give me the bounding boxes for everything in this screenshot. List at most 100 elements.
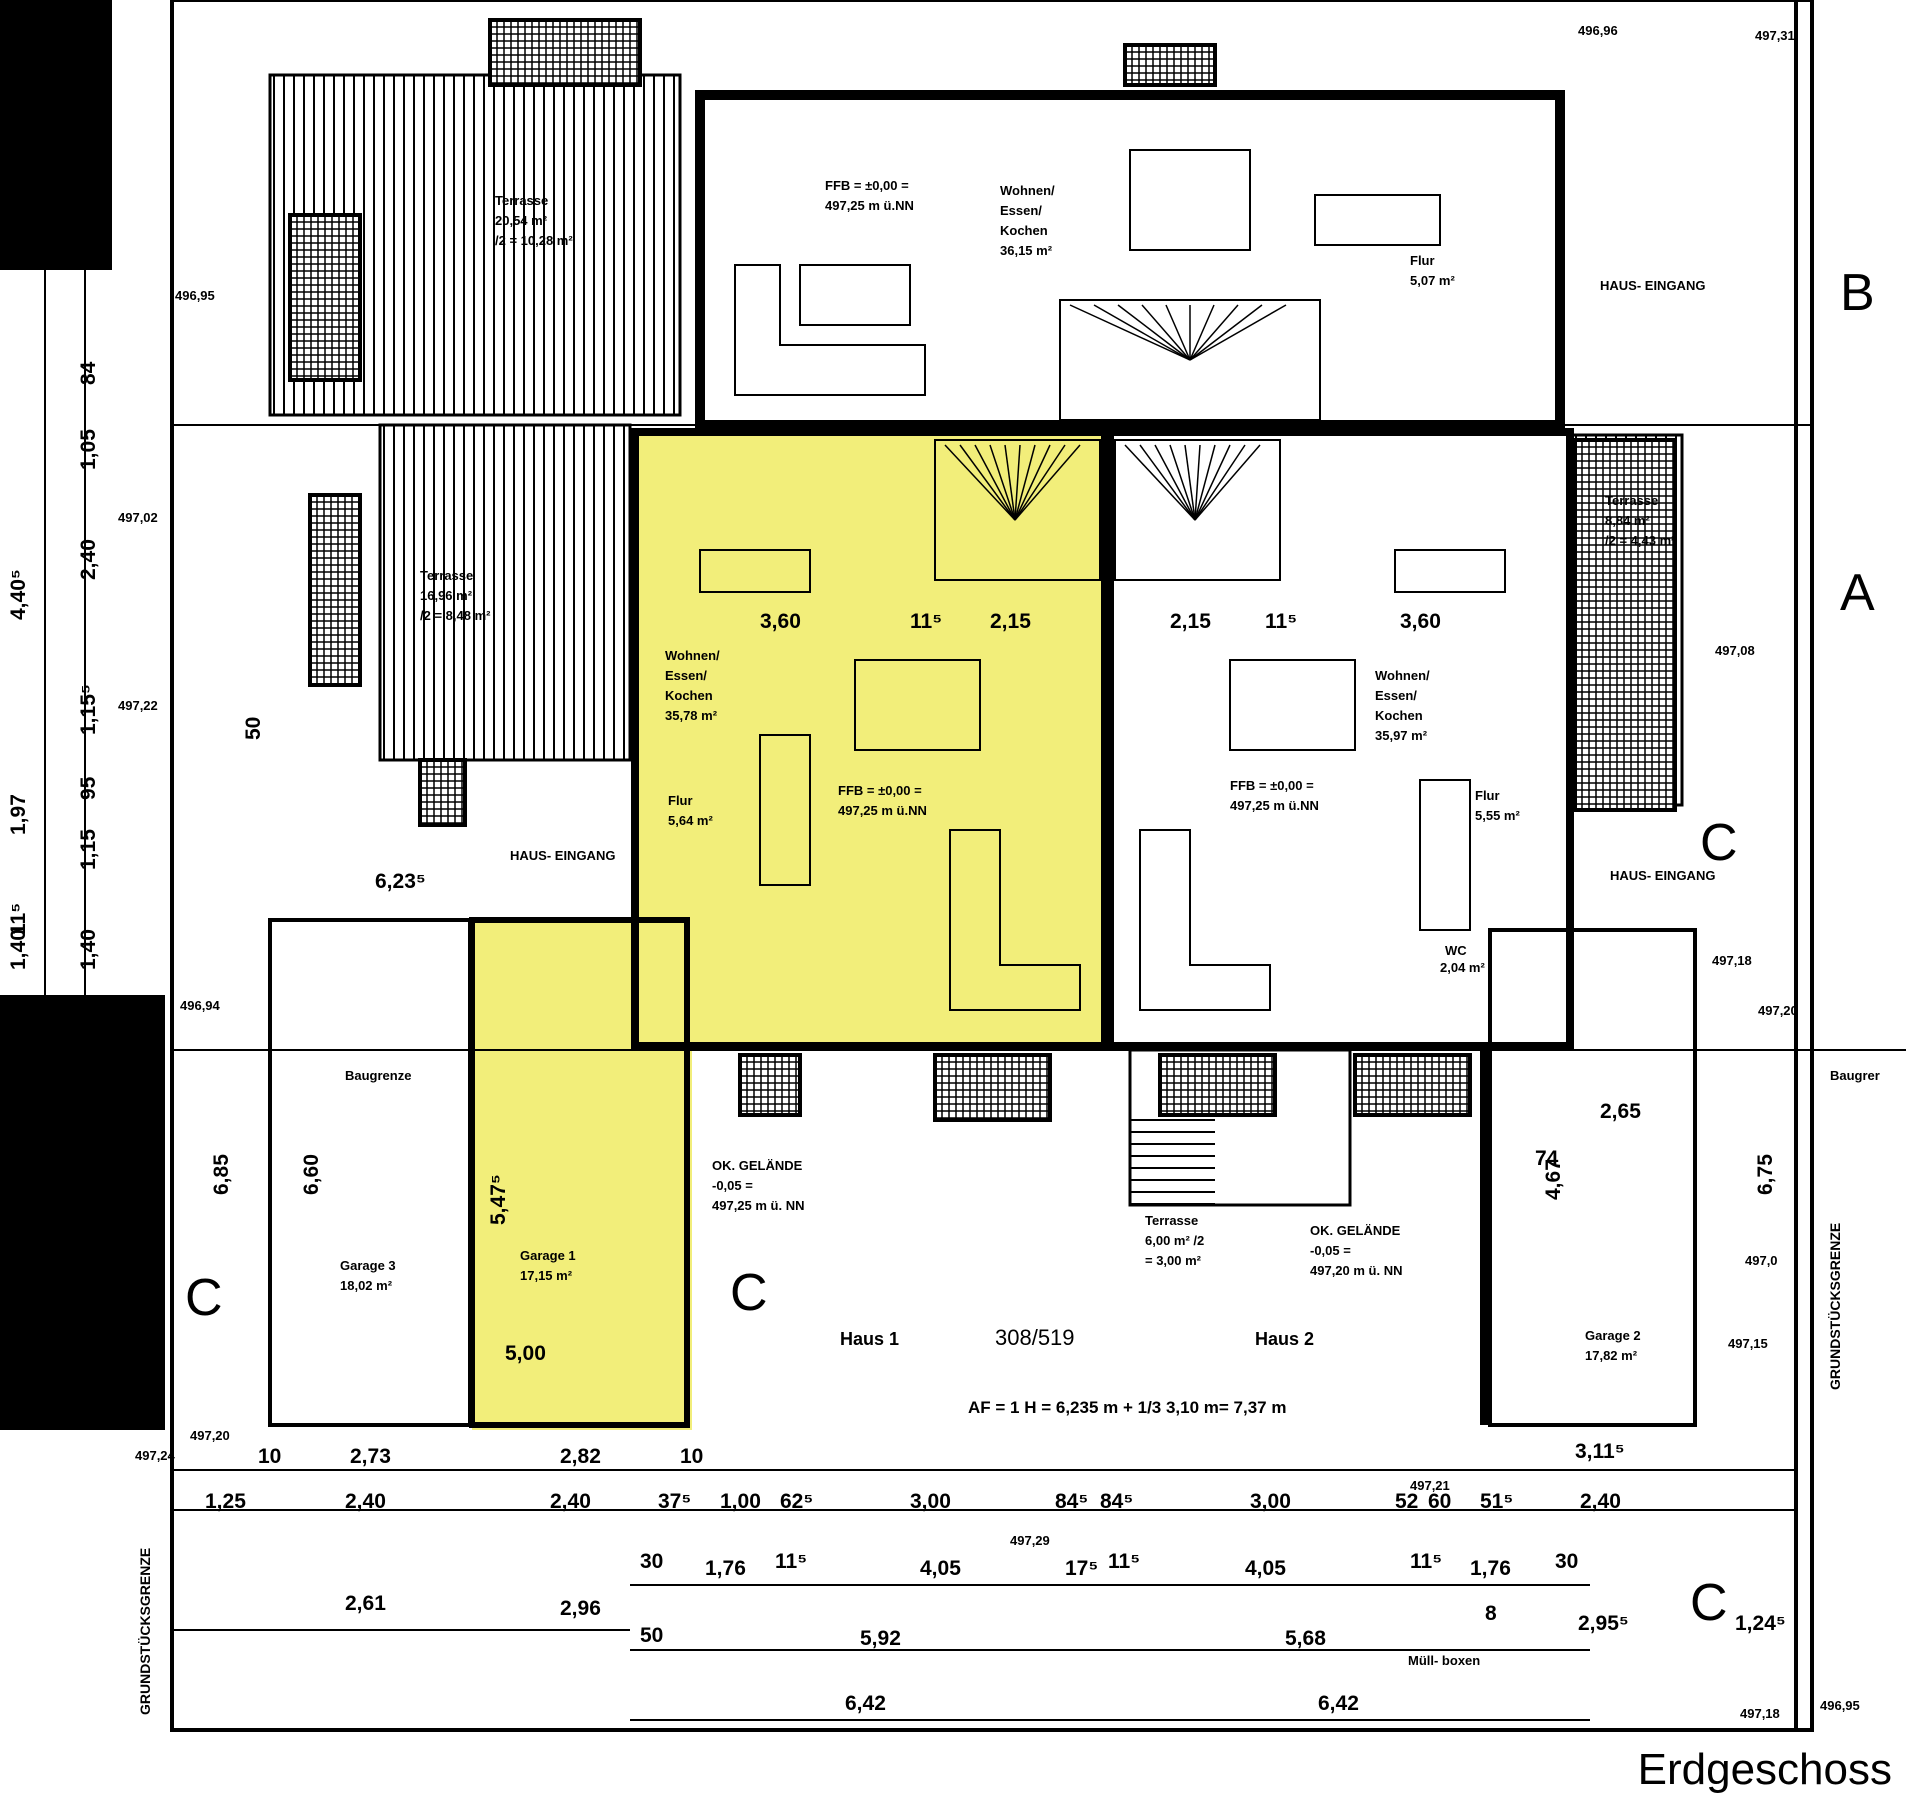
stair-step	[944, 444, 1016, 521]
dim-misc-9: 2,65	[1600, 1100, 1641, 1123]
dining-table-house1	[854, 659, 981, 751]
room-dimensions: 3,60 11⁵ 2,15 2,15 11⁵ 3,60	[760, 610, 1441, 633]
elevation-10: 497,08	[1715, 643, 1755, 658]
stair-step	[1189, 304, 1239, 361]
dim-r3-10: 30	[1555, 1550, 1578, 1573]
section-b: B	[1840, 264, 1875, 322]
left-dim-9: 1,15	[77, 829, 100, 870]
house-2-label: Haus 2	[1255, 1329, 1314, 1349]
left-dim-2: 2,24	[77, 204, 100, 245]
window-block-7	[933, 1053, 1052, 1122]
dim-room-4: 2,15	[1170, 610, 1211, 633]
dim-r3-8: 11⁵	[1410, 1550, 1442, 1573]
wc-house2-title: WC	[1445, 943, 1467, 958]
window-block-1	[488, 18, 642, 87]
elevation-11: 497,18	[1712, 953, 1752, 968]
property-line-label-right: GRUNDSTÜCKSGRENZE	[1827, 1223, 1843, 1390]
hall-house2-area: 5,55 m²	[1475, 808, 1520, 823]
stair-step	[1184, 444, 1196, 521]
house-2-walls	[1106, 428, 1574, 1050]
dim-r2-6: 62⁵	[780, 1490, 813, 1513]
stair-step	[1154, 444, 1196, 521]
stair-step	[1194, 444, 1201, 521]
dim-r1-1: 2,73	[350, 1445, 391, 1468]
terrain-right-line3: 497,20 m ü. NN	[1310, 1263, 1403, 1278]
terrace-bottom-title: Terrasse	[1145, 1213, 1198, 1228]
entrance-top: HAUS- EINGANG	[1600, 278, 1705, 293]
living-top-area: 36,15 m²	[1000, 243, 1053, 258]
elevation-4: 497,31	[1755, 28, 1795, 43]
stair-step	[1165, 304, 1191, 361]
dim-r3-6: 11⁵	[1108, 1550, 1140, 1573]
plot-labels: Haus 1 Haus 2 308/519 AF = 1 H = 6,235 m…	[137, 1223, 1843, 1715]
living-top-line2: Essen/	[1000, 203, 1042, 218]
stair-step	[1189, 304, 1287, 361]
stair-step	[1014, 444, 1051, 521]
dim-r2-7: 3,00	[910, 1490, 951, 1513]
garage-3-area: 18,02 m²	[340, 1278, 393, 1293]
dim-misc-2: 5,00	[505, 1342, 546, 1365]
elevation-13: 497,21	[1410, 1478, 1450, 1493]
stair-step	[1014, 444, 1036, 521]
dim-r2-14: 2,40	[1580, 1490, 1621, 1513]
living-house2-title: Wohnen/	[1375, 668, 1430, 683]
property-line-label-left: GRUNDSTÜCKSGRENZE	[137, 1548, 153, 1715]
left-dim-8: 1,40	[7, 929, 30, 970]
dim-misc-4: 6,60	[300, 1154, 323, 1195]
bin-label: Müll- boxen	[1408, 1653, 1480, 1668]
terrace-bottom-half: = 3,00 m²	[1145, 1253, 1202, 1268]
entrance-main-right: HAUS- EINGANG	[1610, 868, 1715, 883]
kitchen-island-house2	[1394, 549, 1506, 593]
elevation-3: 497,22	[118, 698, 158, 713]
left-dim-1: 4,09	[7, 204, 30, 245]
elevation-16: 497,29	[1010, 1533, 1050, 1548]
stair-step	[1139, 444, 1196, 521]
height-formula: AF = 1 H = 6,235 m + 1/3 3,10 m= 7,37 m	[968, 1398, 1286, 1417]
garage-1-walls	[469, 917, 690, 1428]
terrace-right-half: /2 = 4,43 m²	[1605, 533, 1676, 548]
dim-r3-2: 1,76	[705, 1557, 746, 1580]
stair-step	[1194, 444, 1261, 521]
stair-step	[1014, 444, 1081, 521]
hall-top-title: Flur	[1410, 253, 1435, 268]
dim-misc-1: 6,23⁵	[375, 870, 426, 893]
dim-r2-1: 1,25	[205, 1490, 246, 1513]
dim-misc-7: 4,67	[1542, 1159, 1565, 1200]
window-block-9	[1353, 1053, 1472, 1117]
boundary-label-right: Baugrer	[1830, 1068, 1880, 1083]
left-dim-5: 1,05	[77, 429, 100, 470]
dim-r5-2: 5,68	[1285, 1627, 1326, 1650]
dim-misc-8: 74	[1535, 1147, 1559, 1170]
stair-step	[1141, 304, 1191, 361]
stair-step	[1014, 444, 1066, 521]
dim-r2-11: 52	[1395, 1490, 1418, 1513]
terrace-right-title: Terrasse	[1605, 493, 1658, 508]
room-labels: Terrasse 20,54 m² /2 = 10,28 m² Terrasse…	[340, 178, 1880, 1668]
terrace-top-left-area: 20,54 m²	[495, 213, 548, 228]
dim-r2-2: 2,40	[345, 1490, 386, 1513]
left-dim-12: 2,40	[77, 539, 100, 580]
stair-step	[1004, 444, 1016, 521]
terrace-mid-left-half: /2 = 8,48 m²	[420, 608, 491, 623]
dim-misc-5: 6,85	[210, 1154, 233, 1195]
section-markers: A B C C C C	[185, 264, 1875, 1632]
elevation-labels: 497,24497,02497,22497,31497,20497,18496,…	[118, 23, 1860, 1721]
stair-step	[1189, 304, 1263, 361]
dim-misc-10: 3,11⁵	[1575, 1440, 1625, 1463]
highlight-garage-1	[472, 920, 692, 1430]
left-dim-3: 1,04	[77, 99, 100, 140]
left-dim-4: 40	[77, 47, 100, 70]
dim-r2-13: 51⁵	[1480, 1490, 1513, 1513]
house-top-walls	[695, 90, 1565, 430]
elevation-17: 497,0	[1745, 1253, 1778, 1268]
stair-house2	[1114, 439, 1281, 581]
wardrobe-house2	[1419, 779, 1471, 931]
highlight-living-house1	[632, 430, 1110, 1050]
dim-misc-6: 6,75	[1754, 1154, 1777, 1195]
building-walls	[268, 90, 1697, 1428]
ffb-top-line1: FFB = ±0,00 =	[825, 178, 909, 193]
dim-r4-2: 2,96	[560, 1597, 601, 1620]
hall-house2-title: Flur	[1475, 788, 1500, 803]
